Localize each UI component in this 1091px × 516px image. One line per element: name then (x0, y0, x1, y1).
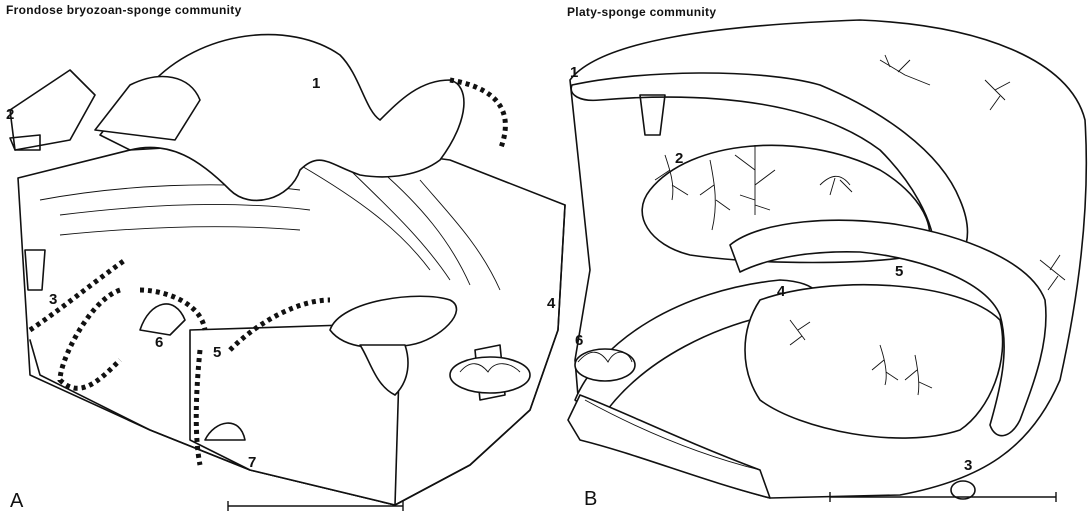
label-b-1: 1 (570, 64, 578, 81)
label-a-4: 4 (547, 295, 556, 312)
panel-a-block-diagram (10, 35, 565, 505)
label-b-6: 6 (575, 332, 583, 349)
label-a-5: 5 (213, 344, 221, 361)
label-a-6: 6 (155, 334, 163, 351)
label-b-3: 3 (964, 457, 972, 474)
label-b-2: 2 (675, 150, 683, 167)
label-a-7: 7 (248, 454, 256, 471)
label-a-1: 1 (312, 75, 320, 92)
panel-b-block-diagram (568, 20, 1086, 499)
label-b-4: 4 (777, 283, 786, 300)
label-a-2: 2 (6, 106, 14, 123)
label-b-5: 5 (895, 263, 903, 280)
label-a-3: 3 (49, 291, 57, 308)
